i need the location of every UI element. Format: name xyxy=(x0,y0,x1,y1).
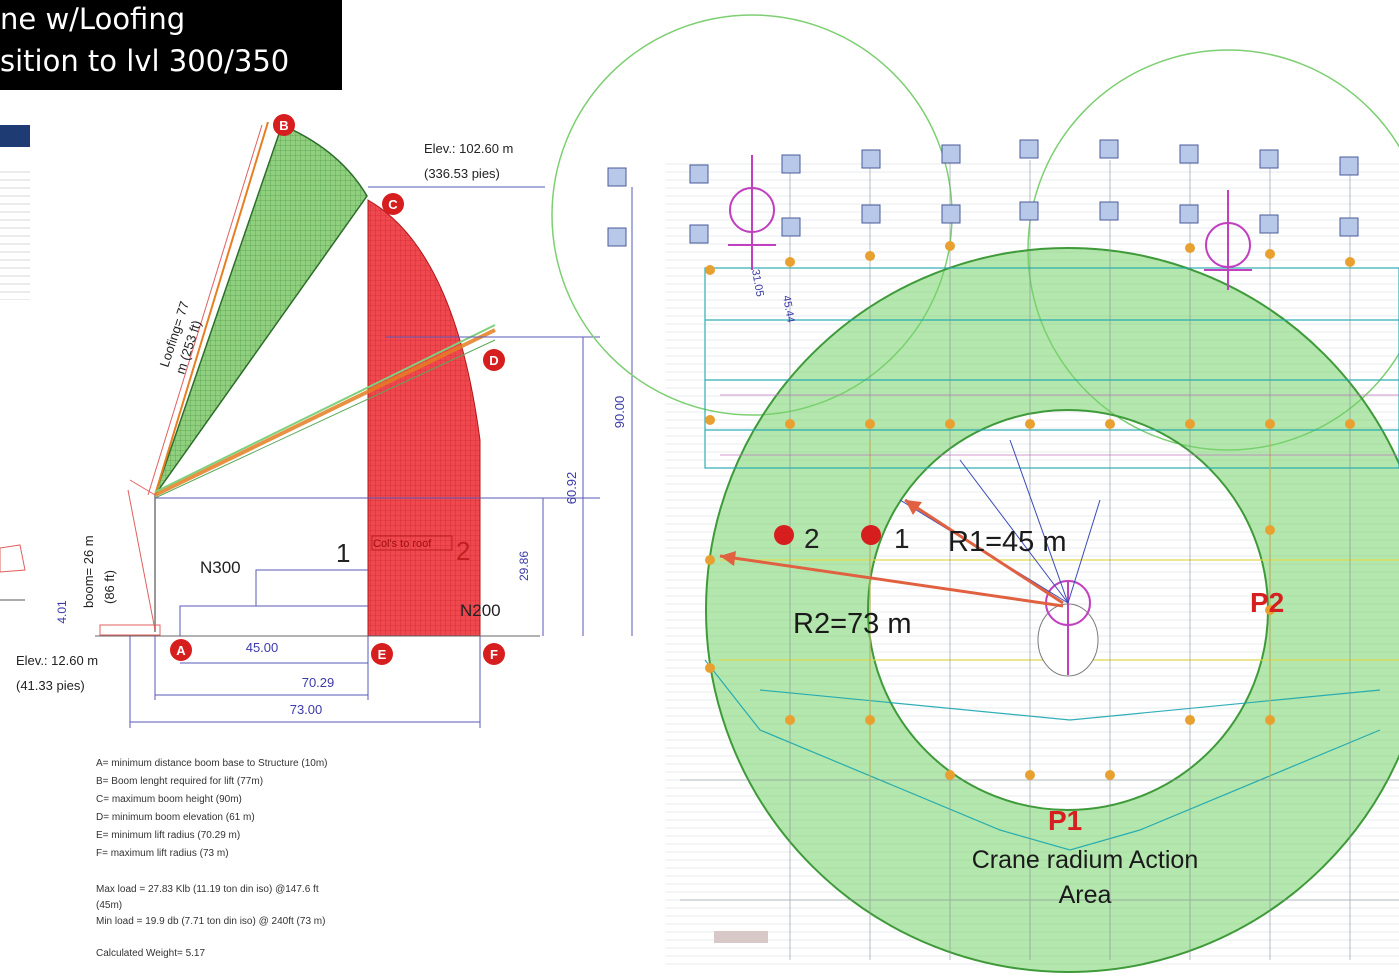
left-crane-remnant xyxy=(0,165,30,601)
dim-73: 73.00 xyxy=(290,702,323,717)
svg-text:F: F xyxy=(490,647,498,662)
grid-lines xyxy=(680,160,1399,960)
dim-6092: 60.92 xyxy=(564,472,579,505)
legend-item: A= minimum distance boom base to Structu… xyxy=(96,758,328,769)
structure-frame xyxy=(704,267,1399,851)
svg-text:B: B xyxy=(279,118,288,133)
boom-label: boom= 26 m xyxy=(81,535,96,608)
boom-sub-label: (86 ft) xyxy=(102,570,117,604)
position-2-dot xyxy=(774,525,794,545)
elev-top-label: Elev.: 102.60 m xyxy=(424,141,513,156)
max-load-line-2: (45m) xyxy=(96,900,123,911)
calculated-weight: Calculated Weight= 5.17 xyxy=(96,948,206,959)
svg-text:D: D xyxy=(489,353,498,368)
level-n200: N200 xyxy=(460,601,501,620)
radius-r1-label: R1=45 m xyxy=(948,526,1066,558)
p2-label: P2 xyxy=(1250,587,1284,618)
plan-dim-b: 45.44 xyxy=(780,294,797,323)
radius-arrow-r2 xyxy=(719,554,1064,608)
point-markers: A B C D E F xyxy=(170,114,505,665)
dim-401: 4.01 xyxy=(55,600,69,624)
elev-top-sub: (336.53 pies) xyxy=(424,166,500,181)
position-1-dot xyxy=(861,525,881,545)
lift-zone-red xyxy=(367,199,481,637)
load-notes: Max load = 27.83 Klb (11.19 ton din iso)… xyxy=(96,882,456,962)
title-line-1: ne w/Loofing xyxy=(0,2,186,36)
orange-column-dots xyxy=(705,241,1355,780)
blue-accent-bar xyxy=(0,125,30,147)
legend-item: D= minimum boom elevation (61 m) xyxy=(96,812,255,823)
dim-45: 45.00 xyxy=(246,640,279,655)
p1-label: P1 xyxy=(1048,805,1082,836)
radius-r2-label: R2=73 m xyxy=(793,608,911,640)
scale-strip xyxy=(714,931,768,943)
dim-2986: 29.86 xyxy=(517,551,531,581)
action-area-line-2: Area xyxy=(1059,881,1112,909)
radial-lines xyxy=(899,439,1101,604)
title-banner: ne w/Loofing sition to lvl 300/350 xyxy=(0,0,342,90)
svg-text:A: A xyxy=(176,643,186,658)
crane-symbol-left xyxy=(728,155,776,270)
roof-note: Col's to roof xyxy=(373,538,432,550)
min-load-line: Min load = 19.9 db (7.71 ton din iso) @ … xyxy=(96,916,326,927)
point-c-marker: C xyxy=(382,193,404,215)
plan-view xyxy=(551,14,1399,973)
legend-item: C= maximum boom height (90m) xyxy=(96,794,242,805)
title-line-2: sition to lvl 300/350 xyxy=(0,44,290,78)
point-e-marker: E xyxy=(371,643,393,665)
elevation-diagram xyxy=(95,121,633,728)
max-load-line: Max load = 27.83 Klb (11.19 ton din iso)… xyxy=(96,884,319,895)
svg-text:E: E xyxy=(378,647,387,662)
point-d-marker: D xyxy=(483,349,505,371)
plan-pos1-label: 1 xyxy=(894,523,910,554)
point-b-marker: B xyxy=(273,114,295,136)
legend-item: B= Boom lenght required for lift (77m) xyxy=(96,776,264,787)
position-2-label: 2 xyxy=(456,536,470,566)
action-area-line-1: Crane radium Action xyxy=(972,846,1199,874)
position-1-label: 1 xyxy=(336,538,350,568)
legend-item: F= maximum lift radius (73 m) xyxy=(96,848,229,859)
level-n300: N300 xyxy=(200,558,241,577)
radius-arrow-r1 xyxy=(904,498,1064,605)
legend-item: E= minimum lift radius (70.29 m) xyxy=(96,830,241,841)
point-f-marker: F xyxy=(483,643,505,665)
center-crane-symbol xyxy=(1037,580,1099,677)
crane-symbol-right xyxy=(1204,190,1252,290)
magenta-lines xyxy=(720,394,1399,456)
dim-7029: 70.29 xyxy=(302,675,335,690)
elev-bottom-label: Elev.: 12.60 m xyxy=(16,653,98,668)
action-area-ring xyxy=(704,247,1399,973)
column-markers xyxy=(607,139,1359,247)
plan-dim-a: 31.05 xyxy=(749,268,766,297)
point-a-marker: A xyxy=(170,639,192,661)
legend-notes: A= minimum distance boom base to Structu… xyxy=(96,755,456,863)
svg-text:C: C xyxy=(388,197,398,212)
elev-bottom-sub: (41.33 pies) xyxy=(16,678,85,693)
plan-pos2-label: 2 xyxy=(804,523,820,554)
dim-90: 90.00 xyxy=(612,396,627,429)
